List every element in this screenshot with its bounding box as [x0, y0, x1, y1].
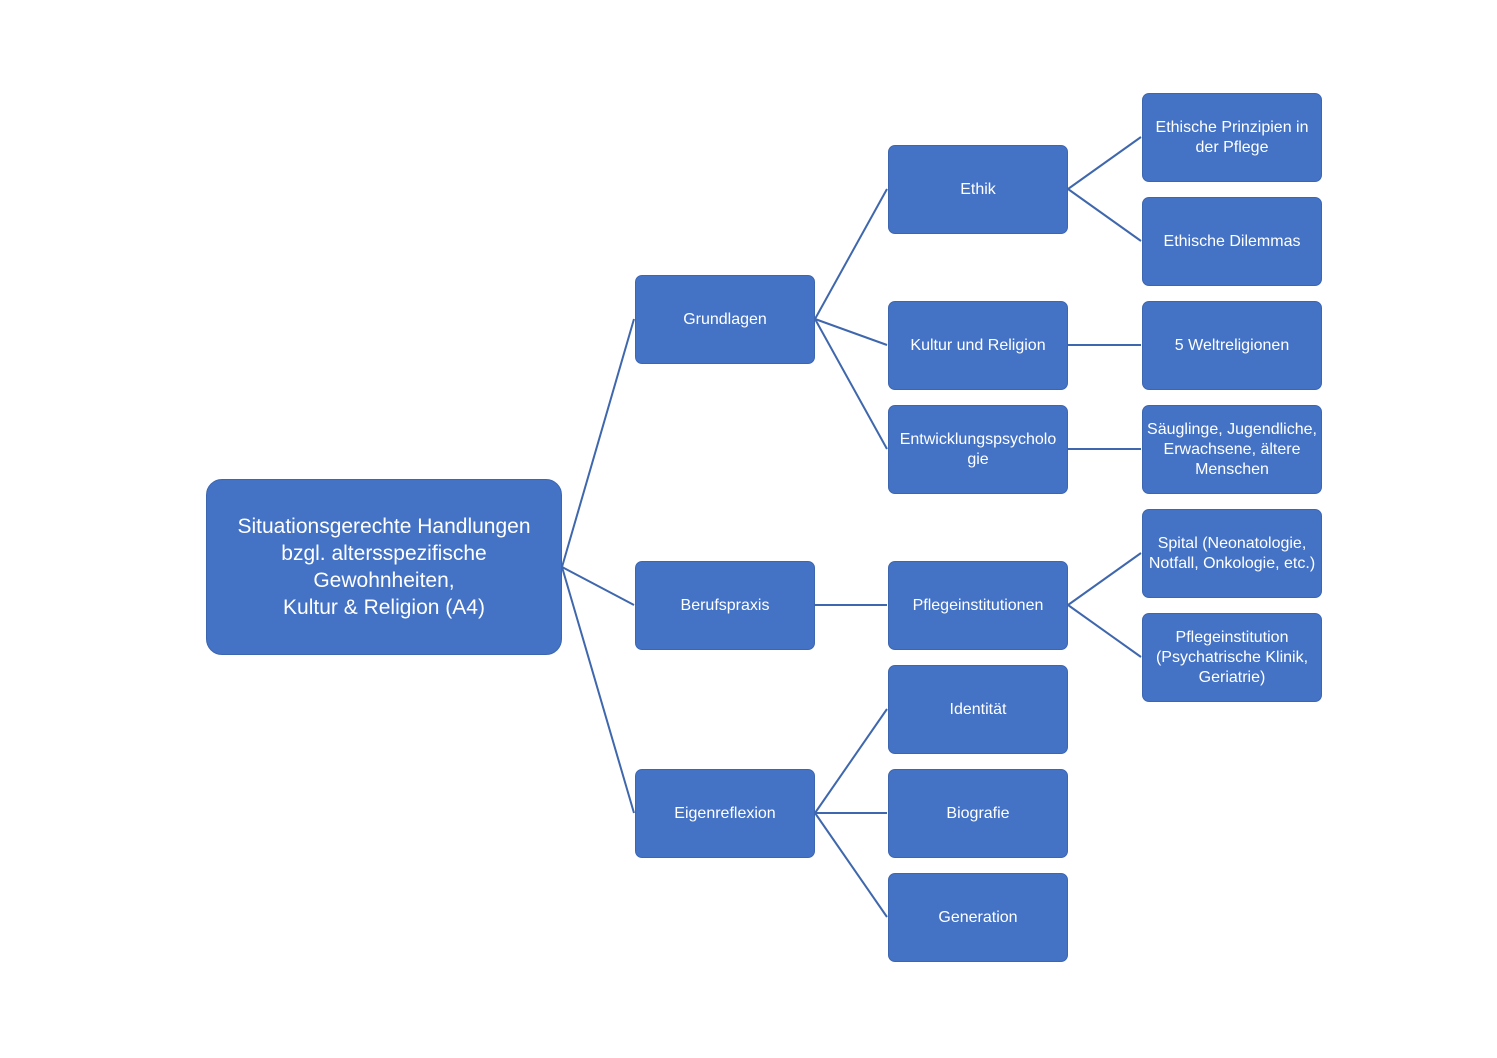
- connector-ethik-dilemmas: [1067, 188, 1142, 242]
- node-pflegeinstitutionen: Pflegeinstitutionen: [888, 561, 1068, 650]
- connector-grundlagen-entwicklung: [814, 318, 888, 450]
- node-identitaet: Identität: [888, 665, 1068, 754]
- connector-eigenreflexion-generation: [814, 812, 888, 918]
- connector-ethik-prinzipien: [1067, 136, 1142, 190]
- connector-root-eigenreflexion: [561, 566, 635, 814]
- node-berufspraxis: Berufspraxis: [635, 561, 815, 650]
- root-node: Situationsgerechte Handlungen bzgl. alte…: [206, 479, 562, 655]
- node-ethische-prinzipien: Ethische Prinzipien in der Pflege: [1142, 93, 1322, 182]
- node-entwicklungspsychologie: Entwicklungspsycholo gie: [888, 405, 1068, 494]
- node-weltreligionen: 5 Weltreligionen: [1142, 301, 1322, 390]
- connector-grundlagen-kultur: [814, 318, 888, 346]
- node-spital: Spital (Neonatologie, Notfall, Onkologie…: [1142, 509, 1322, 598]
- connector-root-grundlagen: [561, 318, 635, 568]
- connector-eigenreflexion-identitaet: [814, 708, 888, 814]
- node-biografie: Biografie: [888, 769, 1068, 858]
- node-kultur-religion: Kultur und Religion: [888, 301, 1068, 390]
- node-eigenreflexion: Eigenreflexion: [635, 769, 815, 858]
- connector-root-berufspraxis: [561, 566, 635, 606]
- connector-grundlagen-ethik: [814, 188, 888, 320]
- node-generation: Generation: [888, 873, 1068, 962]
- node-altersgruppen: Säuglinge, Jugendliche, Erwachsene, älte…: [1142, 405, 1322, 494]
- node-ethische-dilemmas: Ethische Dilemmas: [1142, 197, 1322, 286]
- node-pflegeinstitution: Pflegeinstitution (Psychatrische Klinik,…: [1142, 613, 1322, 702]
- connector-pflegeinstitutionen-pflegeinstitution: [1067, 604, 1142, 658]
- connector-pflegeinstitutionen-spital: [1067, 552, 1142, 606]
- node-ethik: Ethik: [888, 145, 1068, 234]
- node-grundlagen: Grundlagen: [635, 275, 815, 364]
